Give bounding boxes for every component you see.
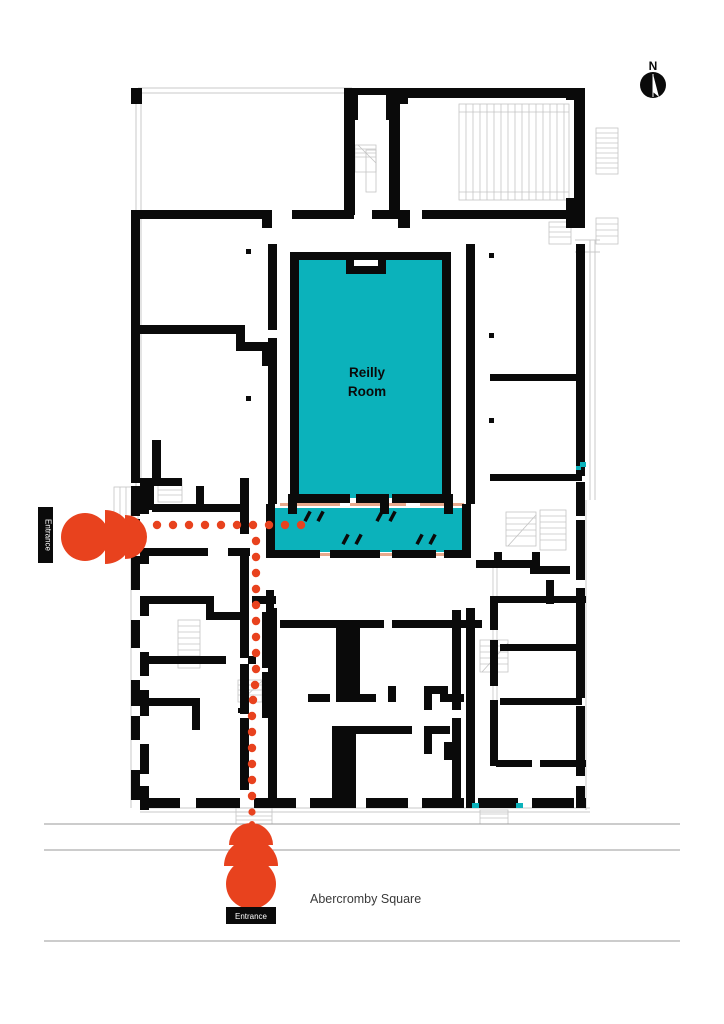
building-walls bbox=[131, 88, 586, 810]
entrance-south-label: Entrance bbox=[235, 912, 268, 921]
entrance-marker-west[interactable]: Entrance bbox=[38, 507, 147, 564]
teal-accent-marks bbox=[472, 462, 586, 808]
highlighted-rooms bbox=[272, 258, 464, 552]
street-lines bbox=[44, 823, 680, 942]
entrance-west-label-box bbox=[38, 507, 53, 563]
north-arrow-needle-right bbox=[653, 74, 659, 97]
accessible-route[interactable] bbox=[94, 520, 306, 827]
reilly-room-label-line2: Room bbox=[348, 384, 386, 399]
north-arrow: N bbox=[640, 59, 666, 98]
reilly-room-label-line1: Reilly bbox=[349, 365, 386, 380]
abercromby-square-label: Abercromby Square bbox=[310, 892, 421, 906]
door-swing-marks bbox=[303, 510, 437, 546]
entrance-south-label-box bbox=[226, 907, 276, 924]
north-arrow-needle-left bbox=[647, 74, 653, 97]
entrance-west-label: Entrance bbox=[44, 519, 53, 552]
entrance-marker-south[interactable]: Entrance bbox=[224, 823, 278, 924]
reilly-lobby-fill[interactable] bbox=[272, 508, 464, 552]
reilly-room-fill[interactable] bbox=[298, 258, 445, 498]
reilly-room-label-group: Reilly Room bbox=[348, 365, 386, 399]
north-letter-label: N bbox=[649, 59, 658, 73]
